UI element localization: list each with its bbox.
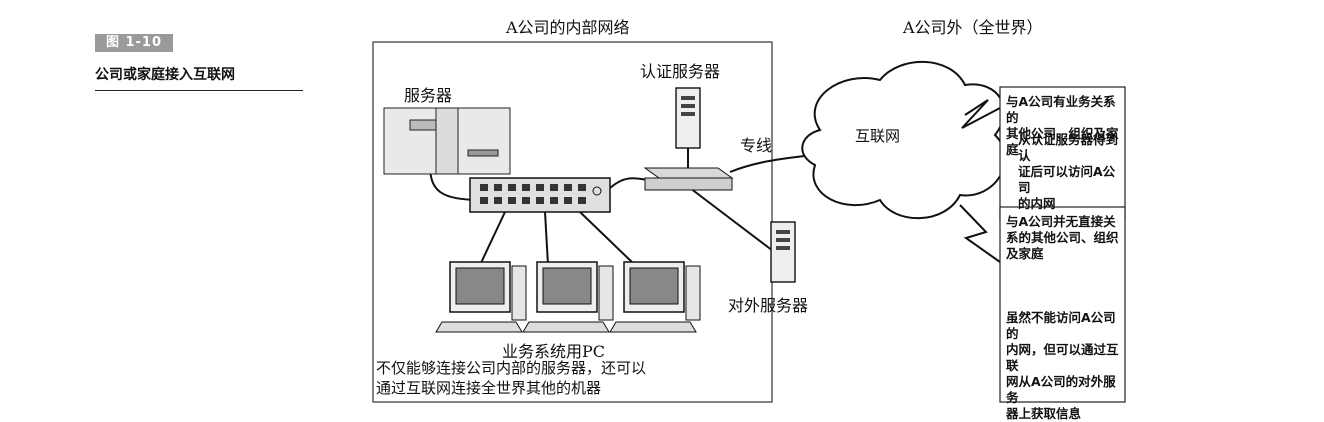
other-body-line-2: 内网，但可以通过互联 [1006, 342, 1119, 373]
auth-server-label: 认证服务器 [640, 62, 721, 81]
pc-1 [435, 261, 527, 333]
bolt-to-other [959, 204, 1001, 263]
link-router-external [689, 187, 786, 261]
other-heading-line-1: 与A公司并无直接关 [1006, 214, 1116, 229]
partner-body-line-3: 的内网 [1018, 196, 1056, 211]
other-heading-line-3: 及家庭 [1006, 246, 1044, 261]
link-switch-pc1 [479, 211, 506, 266]
link-switch-pc3 [579, 211, 636, 266]
partner-box-heading: 与A公司有业务关系的 其他公司、组织及家庭 [1006, 94, 1122, 158]
servers-label: 服务器 [404, 86, 453, 105]
other-box-body: 虽然不能访问A公司的 内网，但可以通过互联 网从A公司的对外服务 器上获取信息 [1006, 310, 1122, 422]
server-rack [383, 107, 511, 175]
pc-3 [609, 261, 701, 333]
partner-heading-line-2: 其他公司、组织及家庭 [1006, 126, 1119, 157]
other-body-line-4: 器上获取信息 [1006, 406, 1082, 421]
switch-hub [469, 177, 611, 213]
auth-server-tower [675, 87, 701, 149]
figure-caption: 公司或家庭接入互联网 [95, 64, 303, 91]
other-body-line-1: 虽然不能访问A公司的 [1006, 310, 1116, 341]
outside-world-title: A公司外（全世界） [903, 18, 1043, 37]
other-box-frame [999, 206, 1126, 403]
bolt-to-partner [961, 99, 1001, 129]
pc-note: 不仅能够连接公司内部的服务器，还可以 通过互联网连接全世界其他的机器 [376, 358, 646, 398]
pc-2 [522, 261, 614, 333]
pc-note-line-2: 通过互联网连接全世界其他的机器 [376, 379, 602, 397]
partner-body-line-1: 从认证服务器得到认 [1018, 132, 1119, 163]
partner-heading-line-1: 与A公司有业务关系的 [1006, 94, 1116, 125]
figure-number: 图 1-10 [95, 34, 173, 52]
external-server-tower [770, 221, 796, 283]
router [643, 167, 734, 191]
other-box-heading: 与A公司并无直接关 系的其他公司、组织 及家庭 [1006, 214, 1122, 262]
connection-lines [429, 148, 813, 266]
internal-network-title: A公司的内部网络 [506, 18, 630, 37]
leased-line-label: 专线 [740, 136, 773, 155]
other-body-line-3: 网从A公司的对外服务 [1006, 374, 1116, 405]
link-switch-pc2 [544, 211, 549, 266]
external-server-label: 对外服务器 [728, 296, 809, 315]
leased-line [729, 154, 813, 173]
pc-note-line-1: 不仅能够连接公司内部的服务器，还可以 [376, 359, 647, 377]
other-heading-line-2: 系的其他公司、组织 [1006, 230, 1119, 245]
business-pcs [435, 261, 701, 333]
partner-box-frame [999, 86, 1126, 221]
partner-body-line-2: 证后可以访问A公司 [1018, 164, 1116, 195]
internet-cloud [801, 60, 1007, 220]
internet-label: 互联网 [855, 127, 901, 145]
business-pc-label: 业务系统用PC [502, 342, 606, 361]
partner-box-body: 从认证服务器得到认 证后可以访问A公司 的内网 [1018, 132, 1122, 212]
link-switch-router [609, 177, 649, 189]
